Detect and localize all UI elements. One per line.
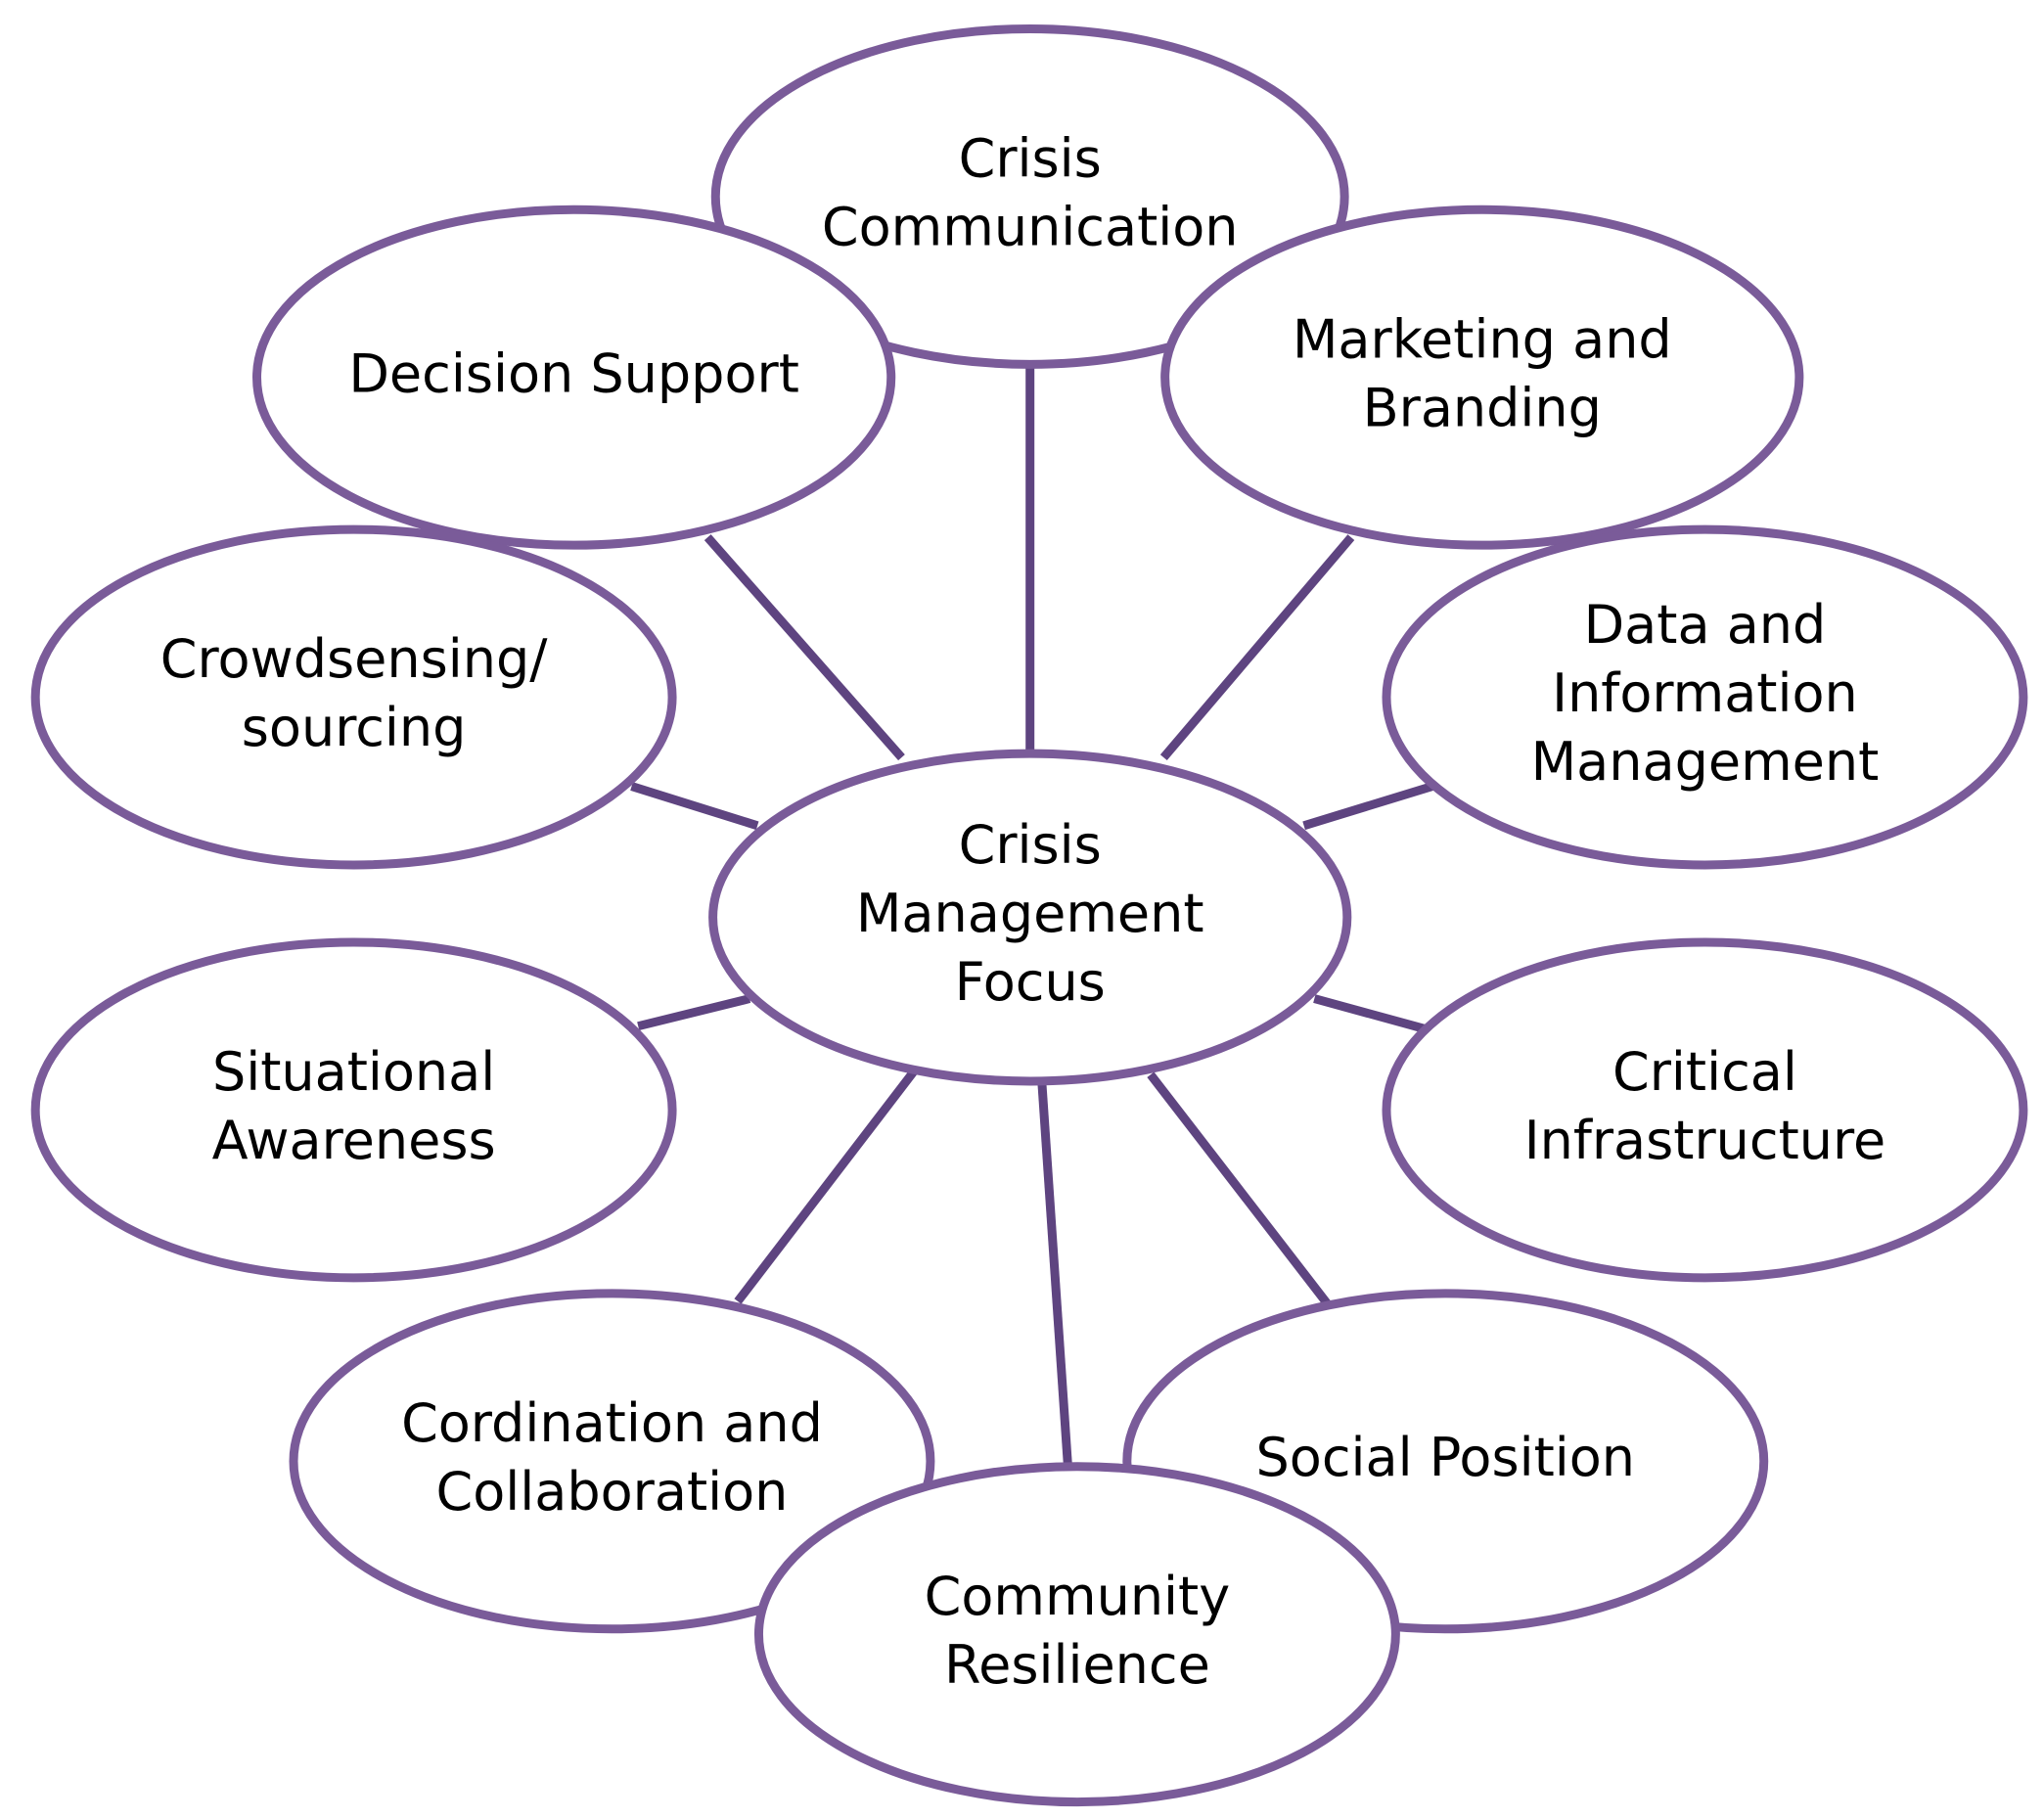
- node-label-critical-infrastructure: Infrastructure: [1524, 1110, 1886, 1171]
- node-ellipse-critical-infrastructure: [1382, 937, 2028, 1283]
- node-label-cordination-and-collaboration: Cordination and: [401, 1392, 823, 1454]
- node-label-data-and-information-management: Management: [1531, 731, 1880, 793]
- connector-line-social-position: [1147, 1071, 1332, 1307]
- node-label-data-and-information-management: Information: [1552, 662, 1858, 724]
- connector-line-critical-infrastructure: [1313, 994, 1427, 1033]
- node-label-community-resilience: Resilience: [944, 1634, 1210, 1696]
- node-label-crowdsensing-sourcing: sourcing: [242, 697, 467, 758]
- node-label-situational-awareness: Situational: [212, 1041, 495, 1103]
- connector-line-crowdsensing-sourcing: [630, 782, 759, 831]
- node-label-critical-infrastructure: Critical: [1612, 1041, 1797, 1103]
- node-decision-support: Decision Support: [252, 205, 896, 550]
- node-label-crisis-management-focus: Management: [856, 883, 1204, 944]
- node-label-crisis-communication: Communication: [822, 197, 1239, 258]
- connector-line-decision-support: [704, 534, 905, 761]
- connector-line-community-resilience: [1037, 1080, 1073, 1469]
- node-label-data-and-information-management: Data and: [1584, 594, 1827, 656]
- connector-line-data-and-information-management: [1302, 782, 1434, 831]
- node-label-marketing-and-branding: Branding: [1363, 377, 1602, 438]
- node-label-community-resilience: Community: [925, 1566, 1231, 1627]
- node-ellipse-data-and-information-management: [1382, 524, 2028, 870]
- node-ellipse-cordination-and-collaboration: [289, 1289, 935, 1634]
- node-label-marketing-and-branding: Marketing and: [1293, 308, 1672, 370]
- node-ellipse-crowdsensing-sourcing: [30, 524, 677, 870]
- node-label-crisis-communication: Crisis: [959, 128, 1102, 190]
- node-label-social-position: Social Position: [1256, 1427, 1636, 1488]
- connector-line-situational-awareness: [637, 994, 751, 1031]
- connector-line-marketing-and-branding: [1159, 534, 1355, 761]
- node-ellipse-marketing-and-branding: [1160, 205, 1804, 550]
- node-ellipse-decision-support: [252, 205, 896, 550]
- node-crowdsensing-sourcing: Crowdsensing/sourcing: [30, 524, 677, 870]
- node-label-situational-awareness: Awareness: [212, 1110, 496, 1171]
- node-label-crisis-management-focus: Crisis: [959, 814, 1102, 876]
- node-ellipse-crisis-communication: [710, 23, 1349, 369]
- node-label-cordination-and-collaboration: Collaboration: [436, 1461, 789, 1523]
- node-ellipse-crisis-management-focus: [708, 749, 1352, 1086]
- connector-line-cordination-and-collaboration: [734, 1069, 918, 1304]
- node-ellipse-situational-awareness: [30, 937, 677, 1283]
- node-label-crisis-management-focus: Focus: [955, 951, 1106, 1013]
- node-ellipse-community-resilience: [753, 1462, 1400, 1807]
- node-label-decision-support: Decision Support: [348, 342, 799, 404]
- node-label-crowdsensing-sourcing: Crowdsensing/: [160, 628, 548, 690]
- connector-lines: [630, 364, 1434, 1469]
